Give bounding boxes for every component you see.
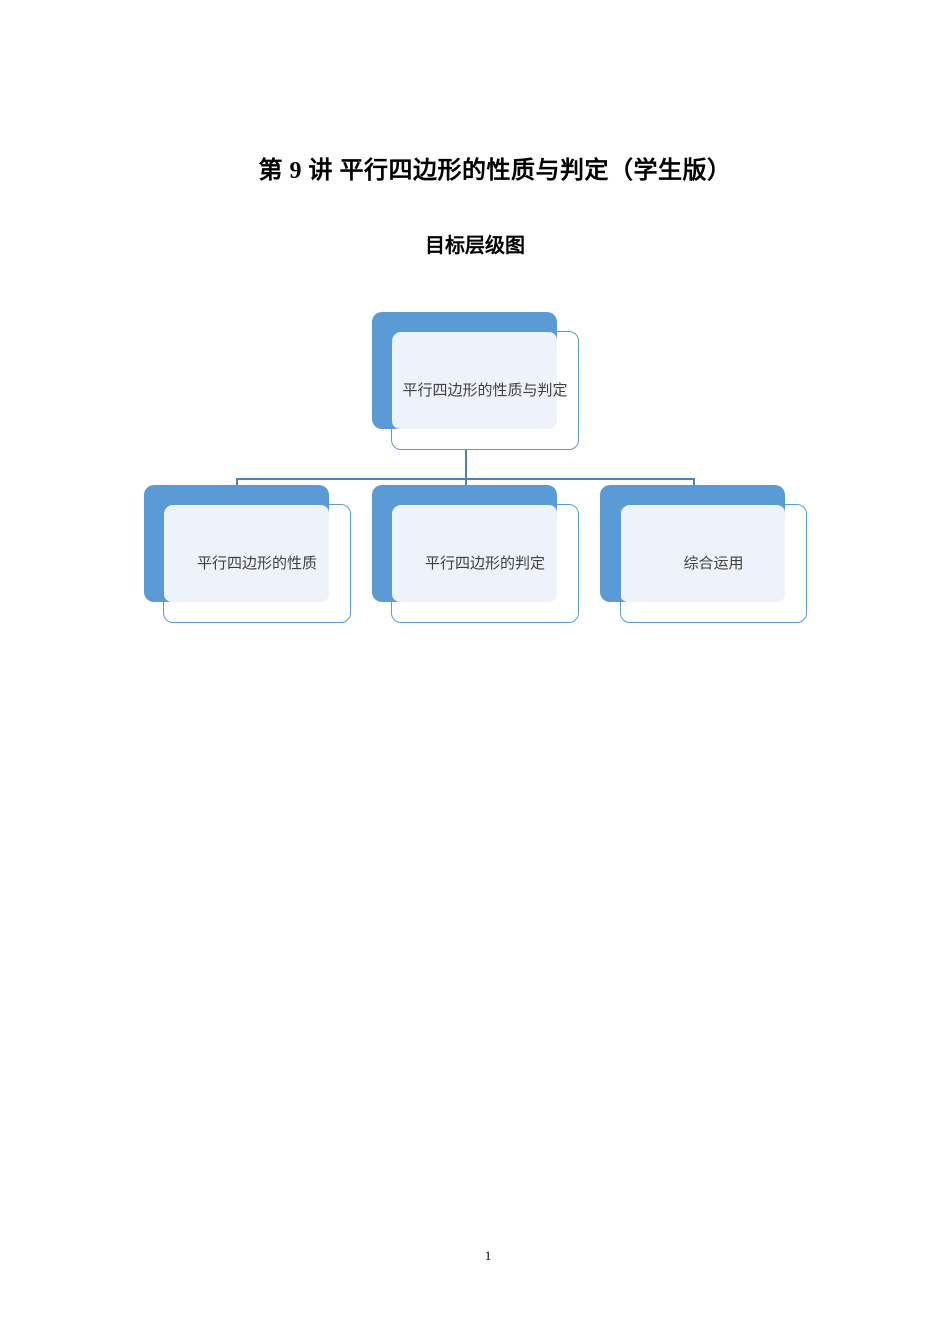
connector-middle-drop xyxy=(465,478,467,486)
connector-right-drop xyxy=(693,478,695,486)
section-heading: 目标层级图 xyxy=(425,235,525,257)
connector-left-drop xyxy=(236,478,238,486)
child-node-fill xyxy=(164,505,329,602)
root-node-label: 平行四边形的性质与判定 xyxy=(402,381,568,399)
child-node-label: 平行四边形的性质 xyxy=(196,554,317,572)
child-node-label: 综合运用 xyxy=(683,554,744,572)
connector-root-vertical xyxy=(465,450,467,479)
child-node-label: 平行四边形的判定 xyxy=(424,554,545,572)
child-node-front xyxy=(391,504,579,623)
child-node-front xyxy=(620,504,807,623)
document-title: 第 9 讲 平行四边形的性质与判定（学生版） xyxy=(258,158,732,184)
child-node-fill xyxy=(392,505,557,602)
page-number: 1 xyxy=(484,1248,492,1263)
root-node-fill xyxy=(392,332,557,429)
root-node-front xyxy=(391,331,579,450)
child-node-fill xyxy=(620,505,785,602)
child-node-front xyxy=(163,504,351,623)
